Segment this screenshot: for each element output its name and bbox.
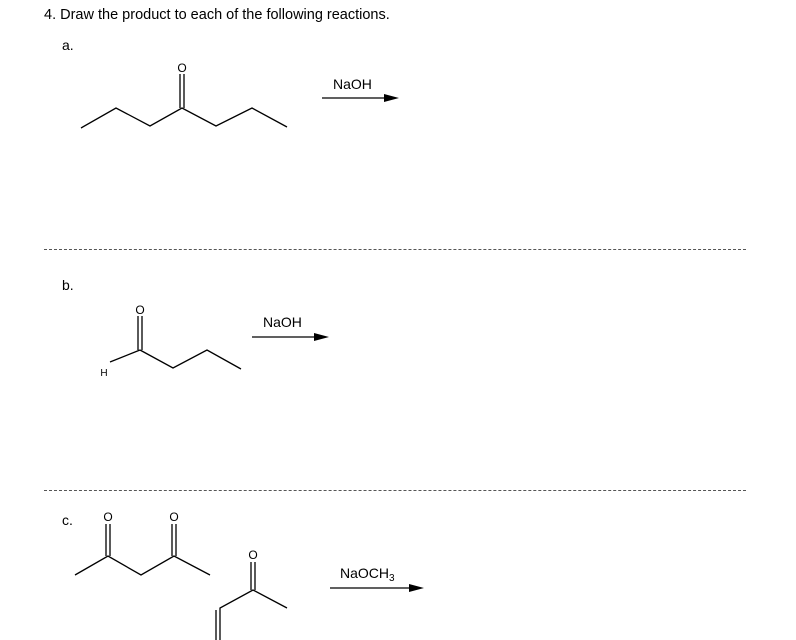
part-b-arrow: [252, 333, 329, 341]
part-c-oxygen-1-label: O: [103, 510, 112, 524]
part-a-label: a.: [62, 37, 74, 53]
part-c-oxygen-3-label: O: [248, 548, 257, 562]
part-b-aldehyde-h-bond: [109, 349, 141, 363]
part-c-label: c.: [62, 512, 73, 528]
part-b-carbon-chain: [139, 349, 242, 370]
part-b-hydrogen-label: H: [100, 368, 107, 379]
part-c-diketone-chain: [74, 555, 211, 576]
part-b-label: b.: [62, 277, 74, 293]
section-divider-1: [44, 249, 746, 250]
part-b-oxygen-label: O: [135, 303, 144, 317]
question-title: 4. Draw the product to each of the follo…: [44, 7, 390, 23]
part-a-arrow: [322, 94, 399, 102]
part-c-oxygen-2-label: O: [169, 510, 178, 524]
part-a-reagent: NaOH: [333, 76, 372, 92]
part-c-reagent: NaOCH3: [340, 565, 395, 584]
part-c-arrow: [330, 584, 424, 592]
part-c-reagent-subscript: 3: [389, 573, 395, 584]
part-b-reagent: NaOH: [263, 314, 302, 330]
part-a-oxygen-label: O: [177, 61, 186, 75]
part-c-enone-chain: [219, 589, 288, 640]
part-a-carbon-chain: [80, 107, 288, 129]
section-divider-2: [44, 490, 746, 491]
part-c-reagent-main: NaOCH: [340, 565, 390, 581]
